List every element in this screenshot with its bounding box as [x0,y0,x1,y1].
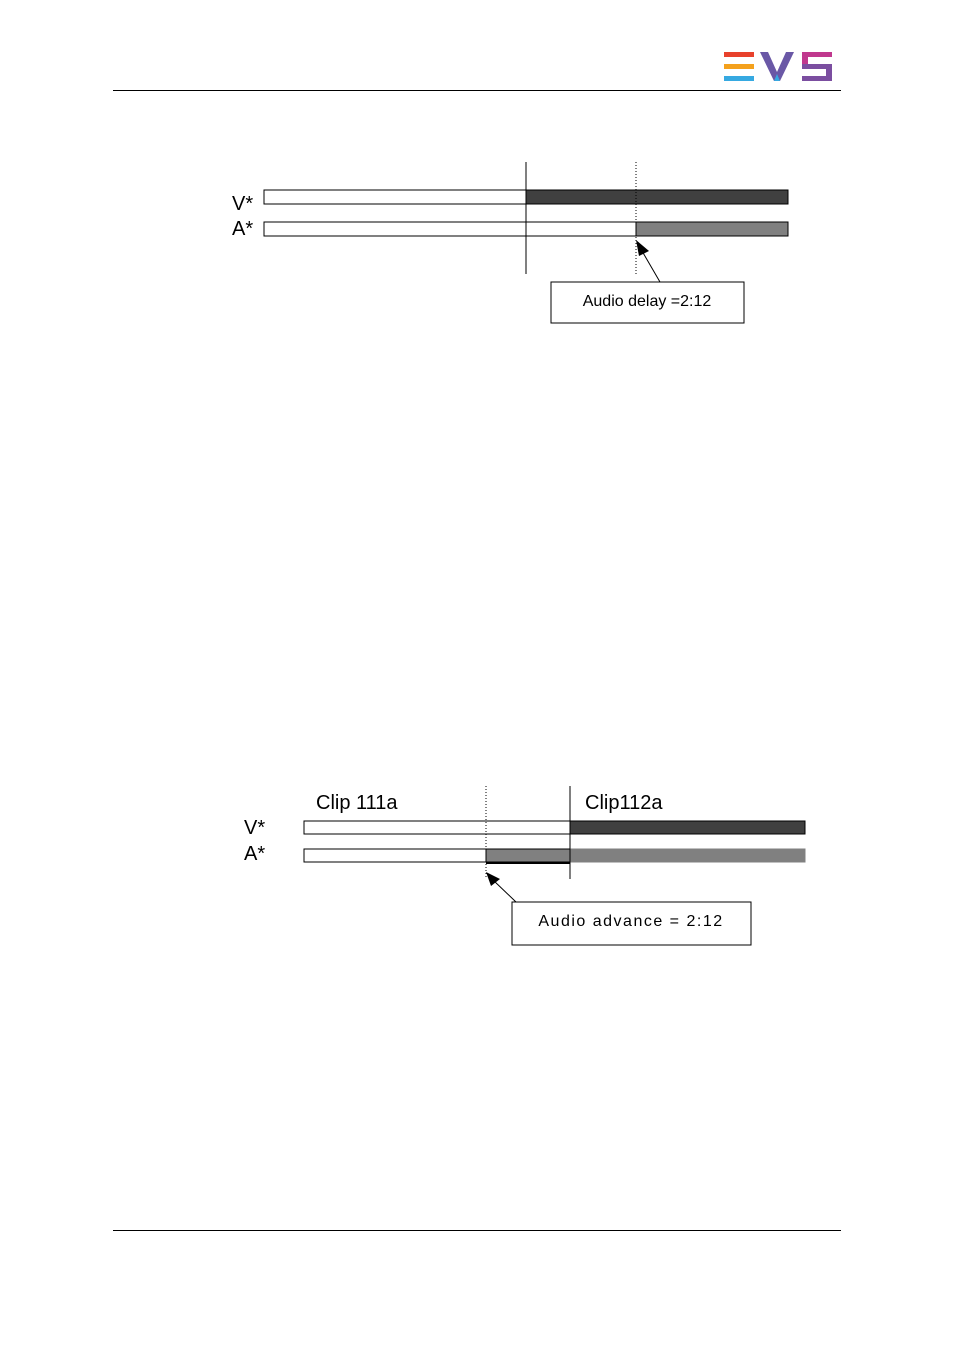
clip-right-label: Clip112a [585,792,663,814]
video-track-clip-b [526,190,788,204]
audio-track-clip-a [264,222,636,236]
video-track-label: V* [232,193,253,215]
audio-advance-diagram: Clip 111a Clip112a V* A* Audio advance =… [235,780,815,955]
callout-arrowhead [636,240,649,256]
audio-track-clip-a [304,849,486,862]
audio-track-clip-b [570,849,805,862]
callout-label: Audio delay =2:12 [583,293,712,310]
audio-track-clip-b [636,222,788,236]
header-rule [113,90,841,91]
audio-track-label: A* [244,843,265,865]
audio-track-advance-segment [486,849,570,862]
video-track-clip-a [264,190,526,204]
video-track-clip-b [570,821,805,834]
audio-track-label: A* [232,218,253,240]
callout-arrowhead [486,872,500,886]
callout-arrow-line [642,251,660,282]
video-track-clip-a [304,821,570,834]
callout-label: Audio advance = 2:12 [538,913,723,930]
audio-delay-diagram: V* A* Audio delay =2:12 [220,155,800,330]
footer-rule [113,1230,841,1231]
clip-left-label: Clip 111a [316,792,398,814]
video-track-label: V* [244,817,265,839]
evs-logo [724,52,834,82]
callout-arrow-line [493,880,516,902]
